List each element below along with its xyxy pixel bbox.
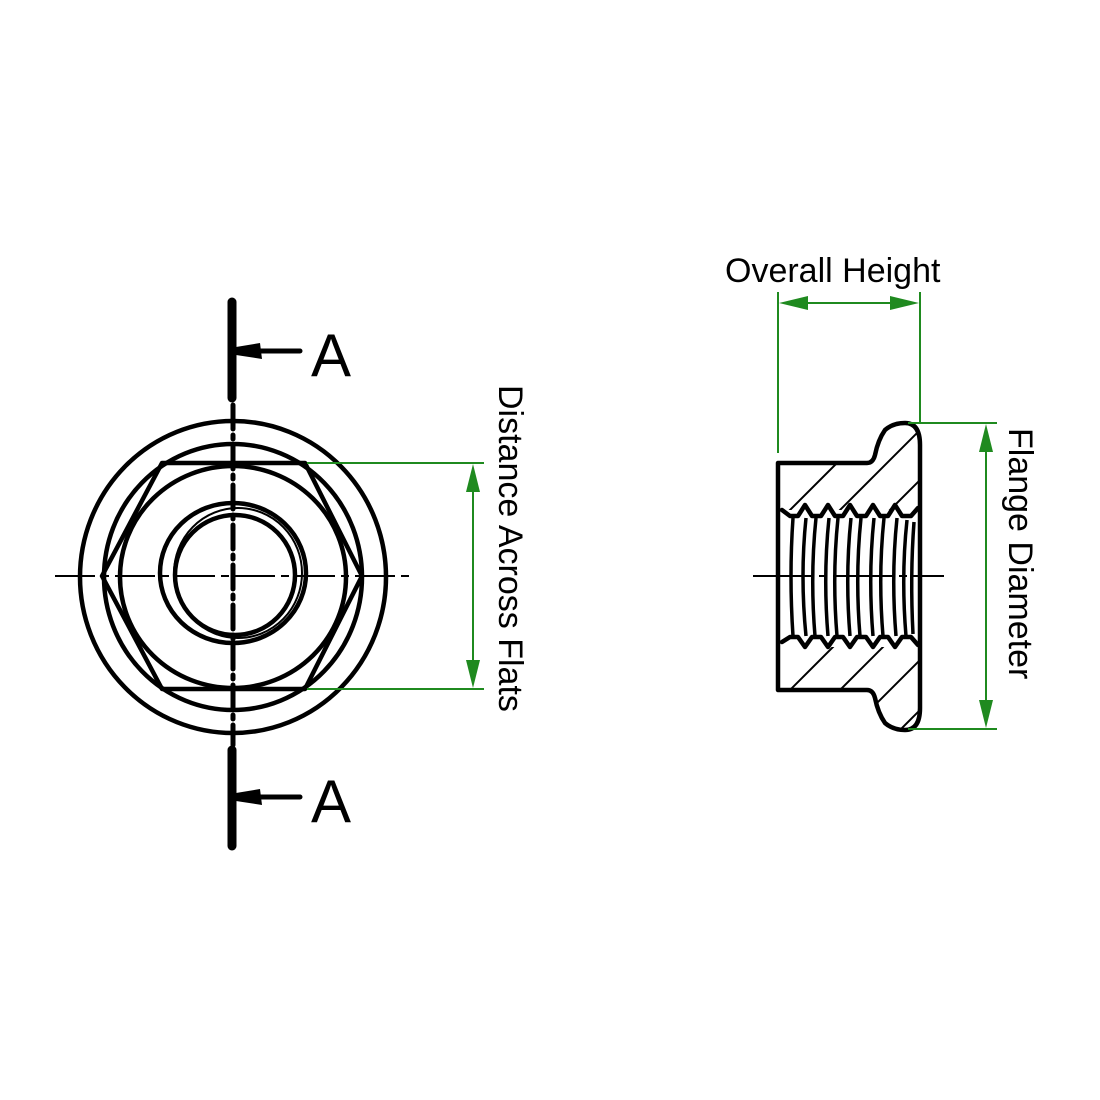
- nut-section-outline: [775, 420, 923, 733]
- thread-profile-bottom: [779, 634, 921, 650]
- hex-outline: [99, 460, 365, 692]
- thread-profile-top: [779, 502, 921, 519]
- flange-diameter-dimension: Flange Diameter: [908, 422, 1039, 730]
- flange-diameter-label: Flange Diameter: [1001, 428, 1039, 679]
- front-view: A A Distance Across Flats: [55, 297, 529, 851]
- section-view: Overall Height Flange Diameter: [725, 252, 1039, 733]
- section-marker-top: A: [227, 297, 351, 403]
- section-marker-bottom: A: [227, 745, 351, 851]
- distance-across-flats-dimension: Distance Across Flats: [307, 385, 529, 712]
- distance-across-flats-label: Distance Across Flats: [491, 385, 529, 712]
- section-label-bottom: A: [311, 768, 351, 835]
- overall-height-dimension: Overall Height: [725, 252, 941, 453]
- overall-height-label: Overall Height: [725, 252, 941, 290]
- thread-inner-ring: [173, 507, 303, 639]
- section-label-top: A: [311, 322, 351, 389]
